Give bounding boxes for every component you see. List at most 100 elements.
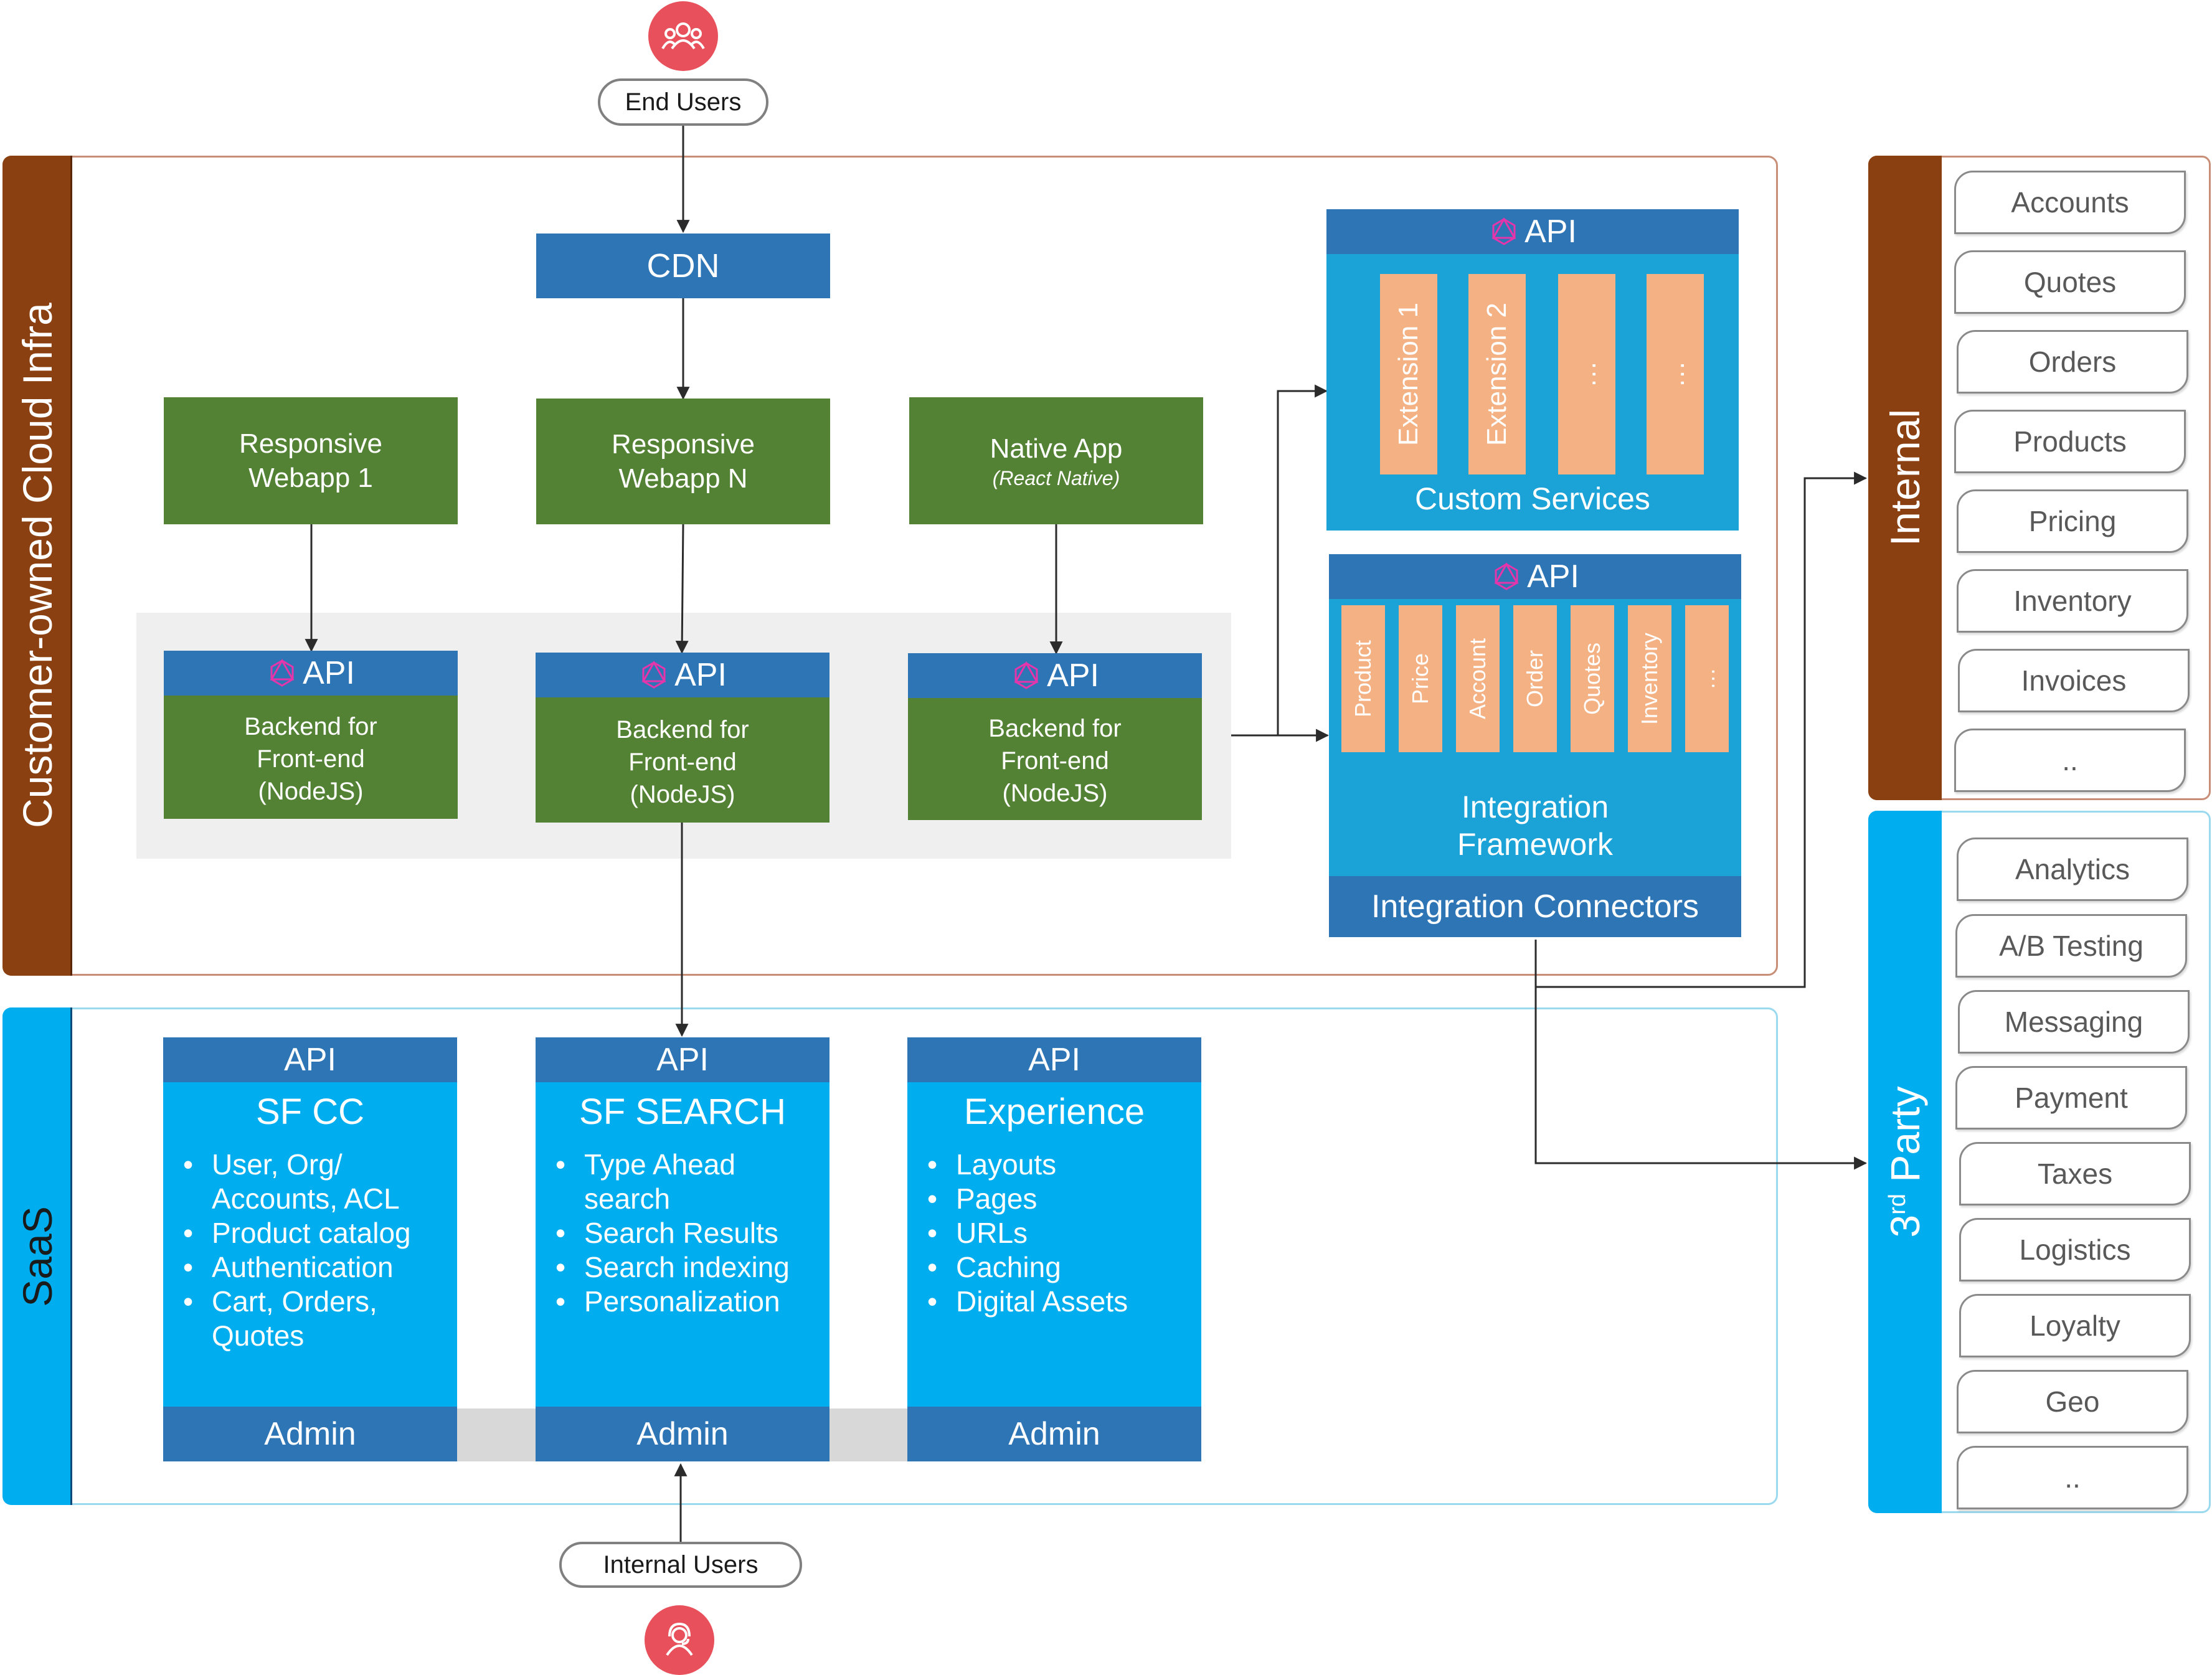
admin-label: Admin	[264, 1416, 356, 1452]
cloud-infra-band: Customer-owned Cloud Infra	[2, 156, 72, 976]
integration-api-bar: API	[1329, 554, 1741, 599]
list-item: Personalization	[555, 1285, 830, 1319]
connectors-to-internal-arrow	[1534, 471, 1868, 988]
bff-2-api-bar: API	[536, 653, 830, 697]
api-label: API	[1527, 559, 1579, 595]
sf-search-api-bar: API	[536, 1037, 830, 1082]
sf-cc-api-bar: API	[163, 1037, 457, 1082]
internal-system-orders[interactable]: Orders	[1957, 330, 2188, 394]
native-app-subtitle: (React Native)	[992, 466, 1120, 489]
internal-band: Internal	[1868, 156, 1942, 800]
internal-system-quotes[interactable]: Quotes	[1954, 250, 2186, 314]
sf-cc-title: SF CC	[256, 1092, 364, 1132]
internal-label: Internal	[1882, 408, 1928, 547]
internal-system-invoices[interactable]: Invoices	[1958, 649, 2190, 712]
list-item: Search indexing	[555, 1250, 830, 1285]
internal-users-avatar	[645, 1605, 714, 1675]
integration-product-block: Product	[1341, 605, 1385, 752]
custom-services-title: Custom Services	[1415, 481, 1650, 516]
list-item: Layouts	[927, 1148, 1201, 1182]
sf-cc-features: User, Org/ Accounts, ACL Product catalog…	[163, 1148, 457, 1353]
user-group-icon	[661, 22, 705, 50]
extension-more-block: …	[1558, 274, 1615, 474]
third-party-taxes[interactable]: Taxes	[1959, 1142, 2191, 1206]
experience-admin-bar[interactable]: Admin	[907, 1407, 1201, 1461]
integration-connectors-bar: Integration Connectors	[1329, 876, 1741, 937]
third-party-logistics[interactable]: Logistics	[1959, 1218, 2191, 1281]
experience-features: Layouts Pages URLs Caching Digital Asset…	[907, 1148, 1201, 1319]
internal-users-pill[interactable]: Internal Users	[559, 1542, 802, 1588]
internal-system-products[interactable]: Products	[1954, 410, 2186, 473]
api-label: API	[1524, 214, 1577, 250]
experience-title: Experience	[963, 1092, 1145, 1132]
webapp-n-line2: Webapp N	[618, 463, 748, 494]
third-party-geo[interactable]: Geo	[1957, 1370, 2188, 1433]
integration-quotes-block: Quotes	[1571, 605, 1614, 752]
extension-more-block: …	[1647, 274, 1704, 474]
integration-price-block: Price	[1399, 605, 1442, 752]
list-item: Quotes	[212, 1319, 305, 1352]
third-party-loyalty[interactable]: Loyalty	[1959, 1294, 2191, 1357]
native-app-line1: Native App	[990, 433, 1123, 464]
admin-label: Admin	[636, 1416, 729, 1452]
integration-more-block: …	[1685, 605, 1729, 752]
headset-user-icon	[666, 1622, 693, 1656]
webapp-1-line2: Webapp 1	[248, 463, 373, 493]
sf-search-admin-bar[interactable]: Admin	[536, 1407, 830, 1461]
api-label: API	[656, 1042, 709, 1078]
cdn-box: CDN	[536, 234, 830, 298]
integration-order-block: Order	[1513, 605, 1557, 752]
sf-cc-box: API SF CC User, Org/ Accounts, ACL Produ…	[163, 1037, 457, 1461]
webapp-n-line1: Responsive	[612, 429, 755, 460]
third-party-messaging[interactable]: Messaging	[1958, 990, 2190, 1054]
end-users-pill[interactable]: End Users	[598, 78, 768, 126]
sf-search-features: Type Ahead search Search Results Search …	[536, 1148, 830, 1319]
sf-search-title: SF SEARCH	[579, 1092, 786, 1132]
experience-box: API Experience Layouts Pages URLs Cachin…	[907, 1037, 1201, 1461]
list-item: Product catalog	[183, 1216, 457, 1250]
list-item: User, Org/	[183, 1148, 457, 1182]
third-party-ab-testing[interactable]: A/B Testing	[1955, 914, 2187, 978]
connectors-to-third-party-arrow	[1534, 987, 1868, 1170]
graphql-icon	[641, 660, 666, 689]
internal-system-accounts[interactable]: Accounts	[1954, 171, 2186, 234]
bff-3-api-bar: API	[908, 653, 1202, 698]
list-item: URLs	[927, 1216, 1201, 1250]
experience-api-bar: API	[907, 1037, 1201, 1082]
custom-services-api-bar: API	[1326, 209, 1739, 254]
integration-inventory-block: Inventory	[1628, 605, 1671, 752]
integration-account-block: Account	[1456, 605, 1500, 752]
third-party-analytics[interactable]: Analytics	[1957, 837, 2188, 901]
internal-system-pricing[interactable]: Pricing	[1957, 489, 2188, 553]
api-label: API	[1028, 1042, 1080, 1078]
cloud-infra-label: Customer-owned Cloud Infra	[14, 303, 60, 828]
end-users-label: End Users	[625, 88, 742, 116]
list-item: Caching	[927, 1250, 1201, 1285]
sf-cc-admin-bar[interactable]: Admin	[163, 1407, 457, 1461]
integration-framework-box: API Product Price Account Order Quotes I…	[1329, 554, 1741, 937]
sf-search-box: API SF SEARCH Type Ahead search Search R…	[536, 1037, 830, 1461]
third-party-more[interactable]: ..	[1957, 1446, 2188, 1509]
graphql-icon	[1014, 661, 1039, 689]
integration-connectors-label: Integration Connectors	[1371, 889, 1699, 925]
internal-system-inventory[interactable]: Inventory	[1957, 569, 2188, 633]
webappn-to-bff2-arrow	[675, 524, 689, 654]
third-party-payment[interactable]: Payment	[1955, 1066, 2187, 1130]
internal-system-more[interactable]: ..	[1954, 729, 2186, 792]
bff-1-api-bar: API	[164, 651, 458, 696]
graphql-icon	[270, 658, 295, 687]
native-app-box: Native App(React Native)	[909, 397, 1203, 524]
custom-services-box: API Extension 1 Extension 2 … … Custom S…	[1326, 209, 1739, 531]
api-label: API	[1047, 658, 1099, 694]
list-item: Authentication	[183, 1250, 457, 1285]
list-item: Digital Assets	[927, 1285, 1201, 1319]
